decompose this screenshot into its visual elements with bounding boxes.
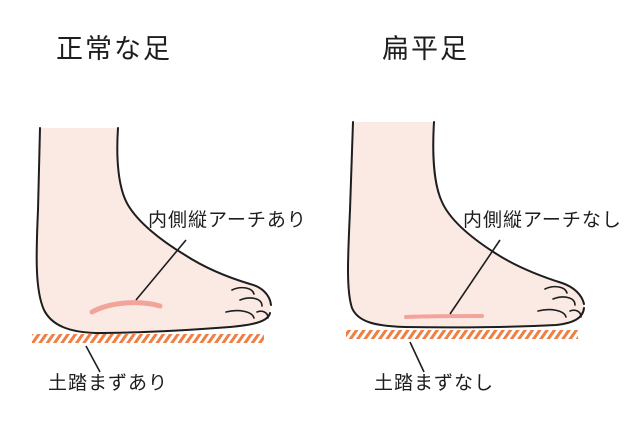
flat-ground-hatch [346,330,578,339]
normal-arch-pointer [135,239,187,301]
normal-foot-illustration [32,127,272,373]
flat-foot-toes [537,285,582,318]
normal-arch-highlight [89,300,163,315]
flat-ground-label: 土踏まずなし [374,372,495,394]
flat-foot-outline-front [432,121,585,305]
normal-foot-outline-front [116,127,272,306]
flat-arch-highlight [404,314,484,319]
normal-foot-shape [36,128,271,333]
normal-foot-toes [225,286,269,319]
normal-foot-title: 正常な足 [56,34,172,65]
normal-foot-outline-back [35,127,271,335]
flat-ground-pointer [409,341,425,373]
flat-foot-outline-back [347,121,585,329]
flat-foot-title: 扁平足 [382,34,469,65]
flat-arch-label: 内側縦アーチなし [463,209,622,231]
flat-foot-illustration [346,121,585,373]
flat-foot-shape [348,122,585,328]
flat-arch-pointer [449,239,501,315]
normal-ground-pointer [85,345,101,373]
normal-arch-label: 内側縦アーチあり [148,209,307,231]
normal-ground-label: 土踏まずあり [48,372,169,394]
normal-ground-hatch [32,334,264,343]
